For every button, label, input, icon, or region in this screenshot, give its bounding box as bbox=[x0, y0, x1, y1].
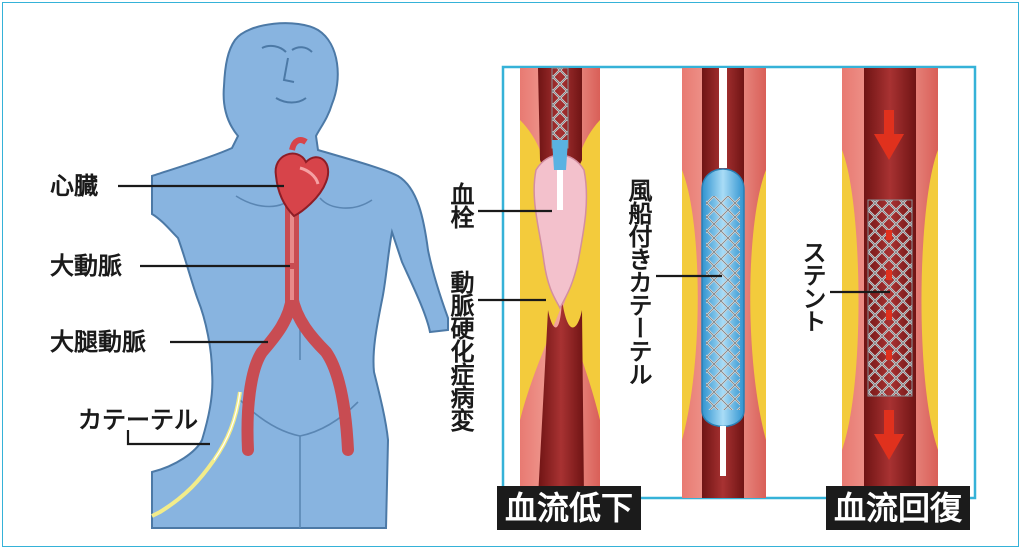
label-thrombus: 血栓 bbox=[448, 182, 472, 228]
label-balloon-catheter: 風船付きカテーテル bbox=[626, 178, 650, 385]
vessel-stent bbox=[842, 68, 938, 498]
label-heart: 心臓 bbox=[50, 174, 98, 198]
vessel-balloon bbox=[682, 68, 766, 498]
vessel-blocked bbox=[520, 68, 600, 498]
label-atherosclerosis: 動脈硬化症病変 bbox=[448, 270, 472, 431]
label-aorta: 大動脈 bbox=[50, 254, 122, 278]
label-catheter: カテーテル bbox=[78, 408, 198, 432]
panel-tag-reduced-flow: 血流低下 bbox=[497, 486, 641, 530]
panel-tag-restored-flow: 血流回復 bbox=[826, 486, 970, 530]
label-femoral-artery: 大腿動脈 bbox=[50, 330, 146, 354]
human-body bbox=[152, 23, 448, 528]
label-stent: ステント bbox=[800, 240, 824, 332]
